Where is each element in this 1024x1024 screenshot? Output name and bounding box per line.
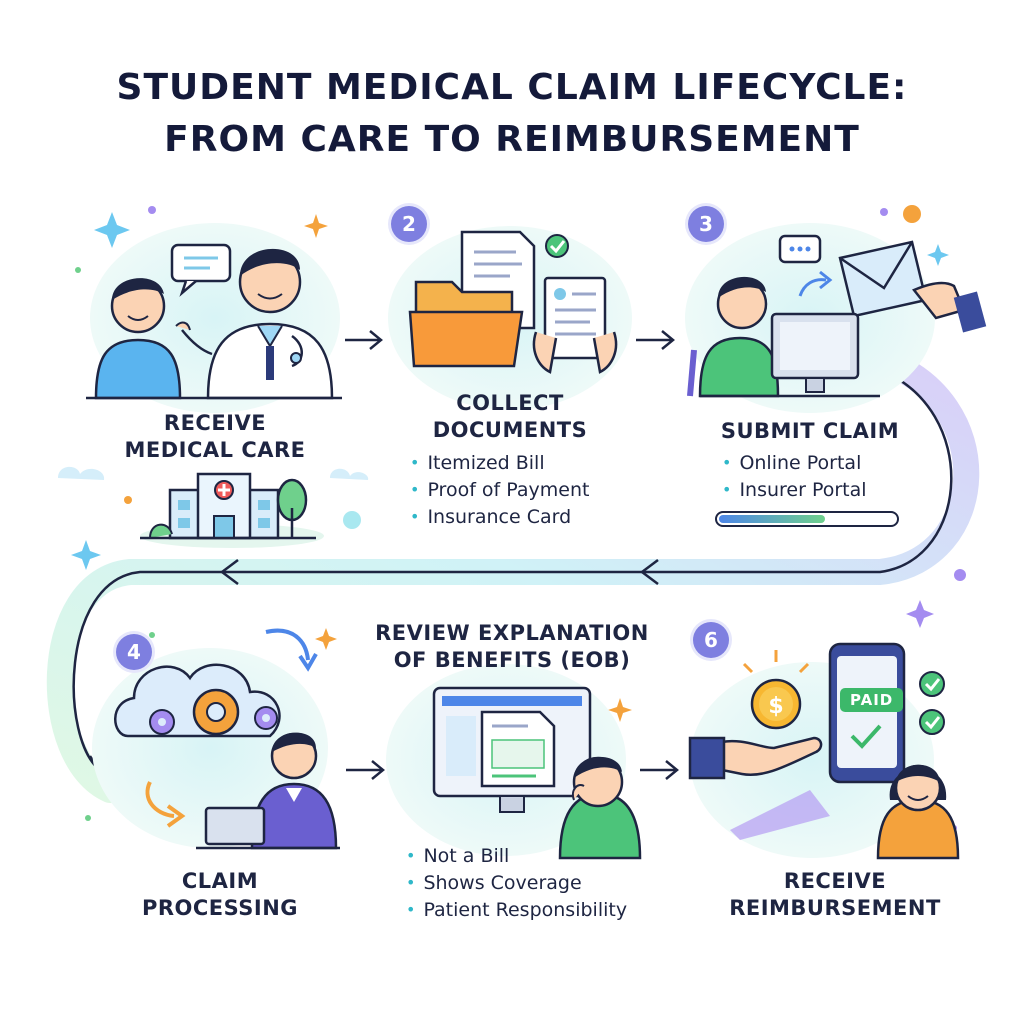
- folder-icon: [408, 280, 524, 368]
- step-4-label-line: CLAIM: [181, 869, 259, 893]
- progress-bar: [715, 511, 899, 527]
- chat-bubble-icon: [778, 234, 822, 264]
- step-3-bullets: Online Portal Insurer Portal: [722, 450, 867, 504]
- list-item: Insurer Portal: [722, 477, 866, 504]
- list-item: Patient Responsibility: [406, 897, 627, 924]
- step1-illustration: [58, 223, 369, 548]
- step-1-label: RECEIVE MEDICAL CARE: [90, 410, 340, 464]
- step-3-label: SUBMIT CLAIM: [690, 418, 930, 445]
- step-5-label-line: REVIEW EXPLANATION: [375, 621, 649, 645]
- hand-icon: [688, 736, 823, 780]
- student-smiling: [876, 764, 960, 860]
- step-5-label-line: OF BENEFITS (EOB): [393, 648, 631, 672]
- step-5-bullets: Not a Bill Shows Coverage Patient Respon…: [406, 843, 627, 924]
- doctor-figure: [175, 248, 334, 400]
- step-2-label-line: DOCUMENTS: [432, 418, 588, 442]
- check-icon: [919, 671, 945, 735]
- step2-illustration: [388, 226, 632, 410]
- student-at-computer: [687, 276, 880, 398]
- eob-document-icon: [480, 710, 556, 788]
- svg-text:$: $: [768, 694, 783, 719]
- list-item: Not a Bill: [406, 843, 627, 870]
- step-2-label-line: COLLECT: [456, 391, 564, 415]
- decor-sparkles: [71, 205, 966, 831]
- check-icon: [545, 234, 569, 258]
- step-6-label: RECEIVE REIMBURSEMENT: [710, 868, 960, 922]
- step-3-number: 3: [688, 206, 724, 242]
- list-item: Itemized Bill: [410, 450, 589, 477]
- title-line-2: FROM CARE TO REIMBURSEMENT: [164, 119, 860, 160]
- step-arrows: [345, 330, 679, 780]
- step-3-label-line: SUBMIT CLAIM: [720, 419, 900, 443]
- phone-icon: [828, 642, 906, 784]
- step-2-number: 2: [391, 206, 427, 242]
- envelope-icon: [838, 240, 987, 333]
- gear-icon: [149, 688, 278, 736]
- list-item: Shows Coverage: [406, 870, 627, 897]
- step-4-label-line: PROCESSING: [141, 896, 299, 920]
- step5-illustration: [386, 664, 642, 860]
- step-6-label-line: RECEIVE: [783, 869, 887, 893]
- flow-arrow-left-icon: [219, 559, 239, 585]
- sync-arrows-icon: [145, 628, 318, 828]
- step4-illustration: [92, 628, 340, 850]
- step-1-label-line: MEDICAL CARE: [124, 438, 306, 462]
- step-1-label-line: RECEIVE: [163, 411, 267, 435]
- flow-arrow-left-icon: [639, 559, 659, 585]
- step3-illustration: [685, 223, 987, 527]
- step-6-number: 6: [693, 622, 729, 658]
- student-figure: [94, 278, 182, 400]
- hands-holding-form: [532, 276, 618, 374]
- list-item: Proof of Payment: [410, 477, 589, 504]
- step-2-label: COLLECT DOCUMENTS: [390, 390, 630, 444]
- step-5-label: REVIEW EXPLANATION OF BENEFITS (EOB): [362, 620, 662, 674]
- agent-at-laptop: [196, 732, 340, 850]
- paid-badge: PAID: [840, 688, 904, 712]
- coin-icon: $: [742, 650, 810, 730]
- title-line-1: STUDENT MEDICAL CLAIM LIFECYCLE:: [116, 67, 908, 108]
- step-4-label: CLAIM PROCESSING: [100, 868, 340, 922]
- step6-illustration: $: [688, 642, 960, 860]
- thinking-student: [558, 756, 642, 860]
- speech-bubble-icon: [170, 243, 232, 297]
- step-6-label-line: REIMBURSEMENT: [729, 896, 941, 920]
- list-item: Online Portal: [722, 450, 867, 477]
- step-2-bullets: Itemized Bill Proof of Payment Insurance…: [410, 450, 589, 531]
- list-item: Insurance Card: [410, 504, 589, 531]
- hospital-icon: [140, 472, 324, 548]
- tree-icon: [276, 478, 308, 538]
- step-4-number: 4: [116, 634, 152, 670]
- page-title: STUDENT MEDICAL CLAIM LIFECYCLE: FROM CA…: [0, 62, 1024, 166]
